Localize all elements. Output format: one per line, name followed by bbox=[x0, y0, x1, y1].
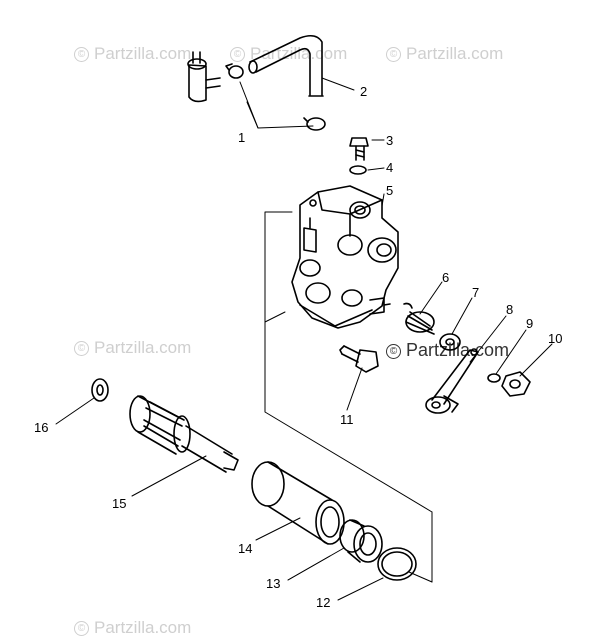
callout-1: 1 bbox=[238, 130, 245, 145]
callout-7: 7 bbox=[472, 285, 479, 300]
mounting-bolt bbox=[339, 345, 379, 373]
oil-pump-body bbox=[291, 185, 399, 329]
callout-13: 13 bbox=[266, 576, 280, 591]
callout-3: 3 bbox=[386, 133, 393, 148]
callout-2: 2 bbox=[360, 84, 367, 99]
callout-16: 16 bbox=[34, 420, 48, 435]
bushing bbox=[339, 519, 383, 563]
callout-8: 8 bbox=[506, 302, 513, 317]
o-ring-inner bbox=[381, 551, 413, 577]
hose-clamp-lower bbox=[303, 117, 326, 131]
callout-12: 12 bbox=[316, 595, 330, 610]
copyright-icon: © bbox=[230, 47, 245, 62]
control-lever bbox=[425, 348, 479, 414]
callout-9: 9 bbox=[526, 316, 533, 331]
copyright-icon: © bbox=[74, 341, 89, 356]
callout-15: 15 bbox=[112, 496, 126, 511]
watermark-top-left: ©Partzilla.com bbox=[74, 44, 191, 64]
copyright-icon: © bbox=[74, 47, 89, 62]
copyright-icon: © bbox=[74, 621, 89, 636]
oil-seal bbox=[439, 333, 461, 351]
hose-clamp-upper bbox=[225, 63, 244, 79]
hose-nipple bbox=[187, 51, 221, 103]
thrust-washer bbox=[91, 378, 109, 402]
callout-labels: 1 2 3 4 5 6 7 8 9 10 11 12 13 14 15 16 bbox=[34, 84, 562, 610]
sealing-washer bbox=[349, 165, 367, 175]
copyright-icon: © bbox=[386, 344, 401, 359]
lock-nut bbox=[501, 371, 531, 397]
watermark-top-center: ©Partzilla.com bbox=[230, 44, 347, 64]
watermark-mid-left: ©Partzilla.com bbox=[74, 338, 191, 358]
copyright-icon: © bbox=[386, 47, 401, 62]
banjo-bolt bbox=[349, 137, 369, 161]
callout-11: 11 bbox=[340, 412, 354, 427]
callout-6: 6 bbox=[442, 270, 449, 285]
callout-14: 14 bbox=[238, 541, 252, 556]
callout-5: 5 bbox=[386, 183, 393, 198]
oil-hose bbox=[248, 34, 324, 97]
reference-outline bbox=[264, 211, 433, 583]
pump-sleeve bbox=[251, 461, 345, 545]
watermark-top-right: ©Partzilla.com bbox=[386, 44, 503, 64]
leader-lines bbox=[55, 77, 553, 601]
return-spring bbox=[403, 302, 435, 335]
watermark-bottom-left: ©Partzilla.com bbox=[74, 618, 191, 638]
callout-4: 4 bbox=[386, 160, 393, 175]
lever-washer bbox=[487, 373, 501, 383]
callout-10: 10 bbox=[548, 331, 562, 346]
drive-gear-shaft bbox=[129, 395, 239, 473]
o-ring bbox=[377, 547, 417, 581]
